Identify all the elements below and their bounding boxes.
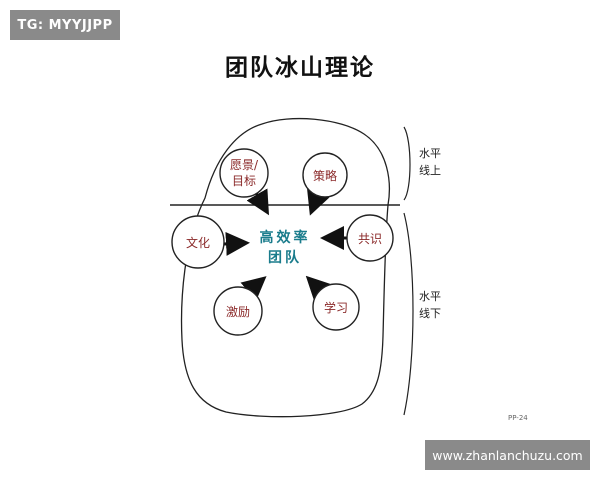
watermark-top-left: TG: MYYJJPP xyxy=(10,10,120,40)
center-label-line1: 高效率 xyxy=(260,229,311,246)
page-code: PP-24 xyxy=(508,414,528,422)
node-learning-label: 学习 xyxy=(324,300,348,315)
arrow-vision xyxy=(246,188,270,216)
watermark-bottom-right: www.zhanlanchuzu.com xyxy=(425,440,590,470)
node-strategy-label: 策略 xyxy=(313,168,337,183)
node-consensus-label: 共识 xyxy=(358,232,382,246)
diagram-title: 团队冰山理论 xyxy=(225,55,375,81)
label-above-line2: 线上 xyxy=(419,163,441,177)
node-vision-circle xyxy=(219,148,269,198)
label-above-line1: 水平 xyxy=(419,147,441,160)
arrow-strategy xyxy=(307,188,330,216)
node-motivation-circle xyxy=(213,286,263,336)
bracket-below xyxy=(403,212,414,416)
node-motivation-label: 激励 xyxy=(226,305,250,319)
label-below-line1: 水平 xyxy=(419,290,441,303)
node-vision-label-1: 愿景/ xyxy=(230,158,259,172)
node-learning-circle xyxy=(312,283,360,331)
arrow-culture xyxy=(223,231,250,256)
node-consensus-circle xyxy=(346,214,394,262)
node-culture-label: 文化 xyxy=(186,235,210,250)
bracket-above xyxy=(403,126,411,201)
center-label-line2: 团队 xyxy=(268,249,302,266)
iceberg-outline xyxy=(180,117,390,418)
node-vision-label-2: 目标 xyxy=(232,174,256,188)
node-strategy-circle xyxy=(302,152,348,198)
label-below-line2: 线下 xyxy=(419,306,441,320)
node-culture-circle xyxy=(171,215,225,269)
